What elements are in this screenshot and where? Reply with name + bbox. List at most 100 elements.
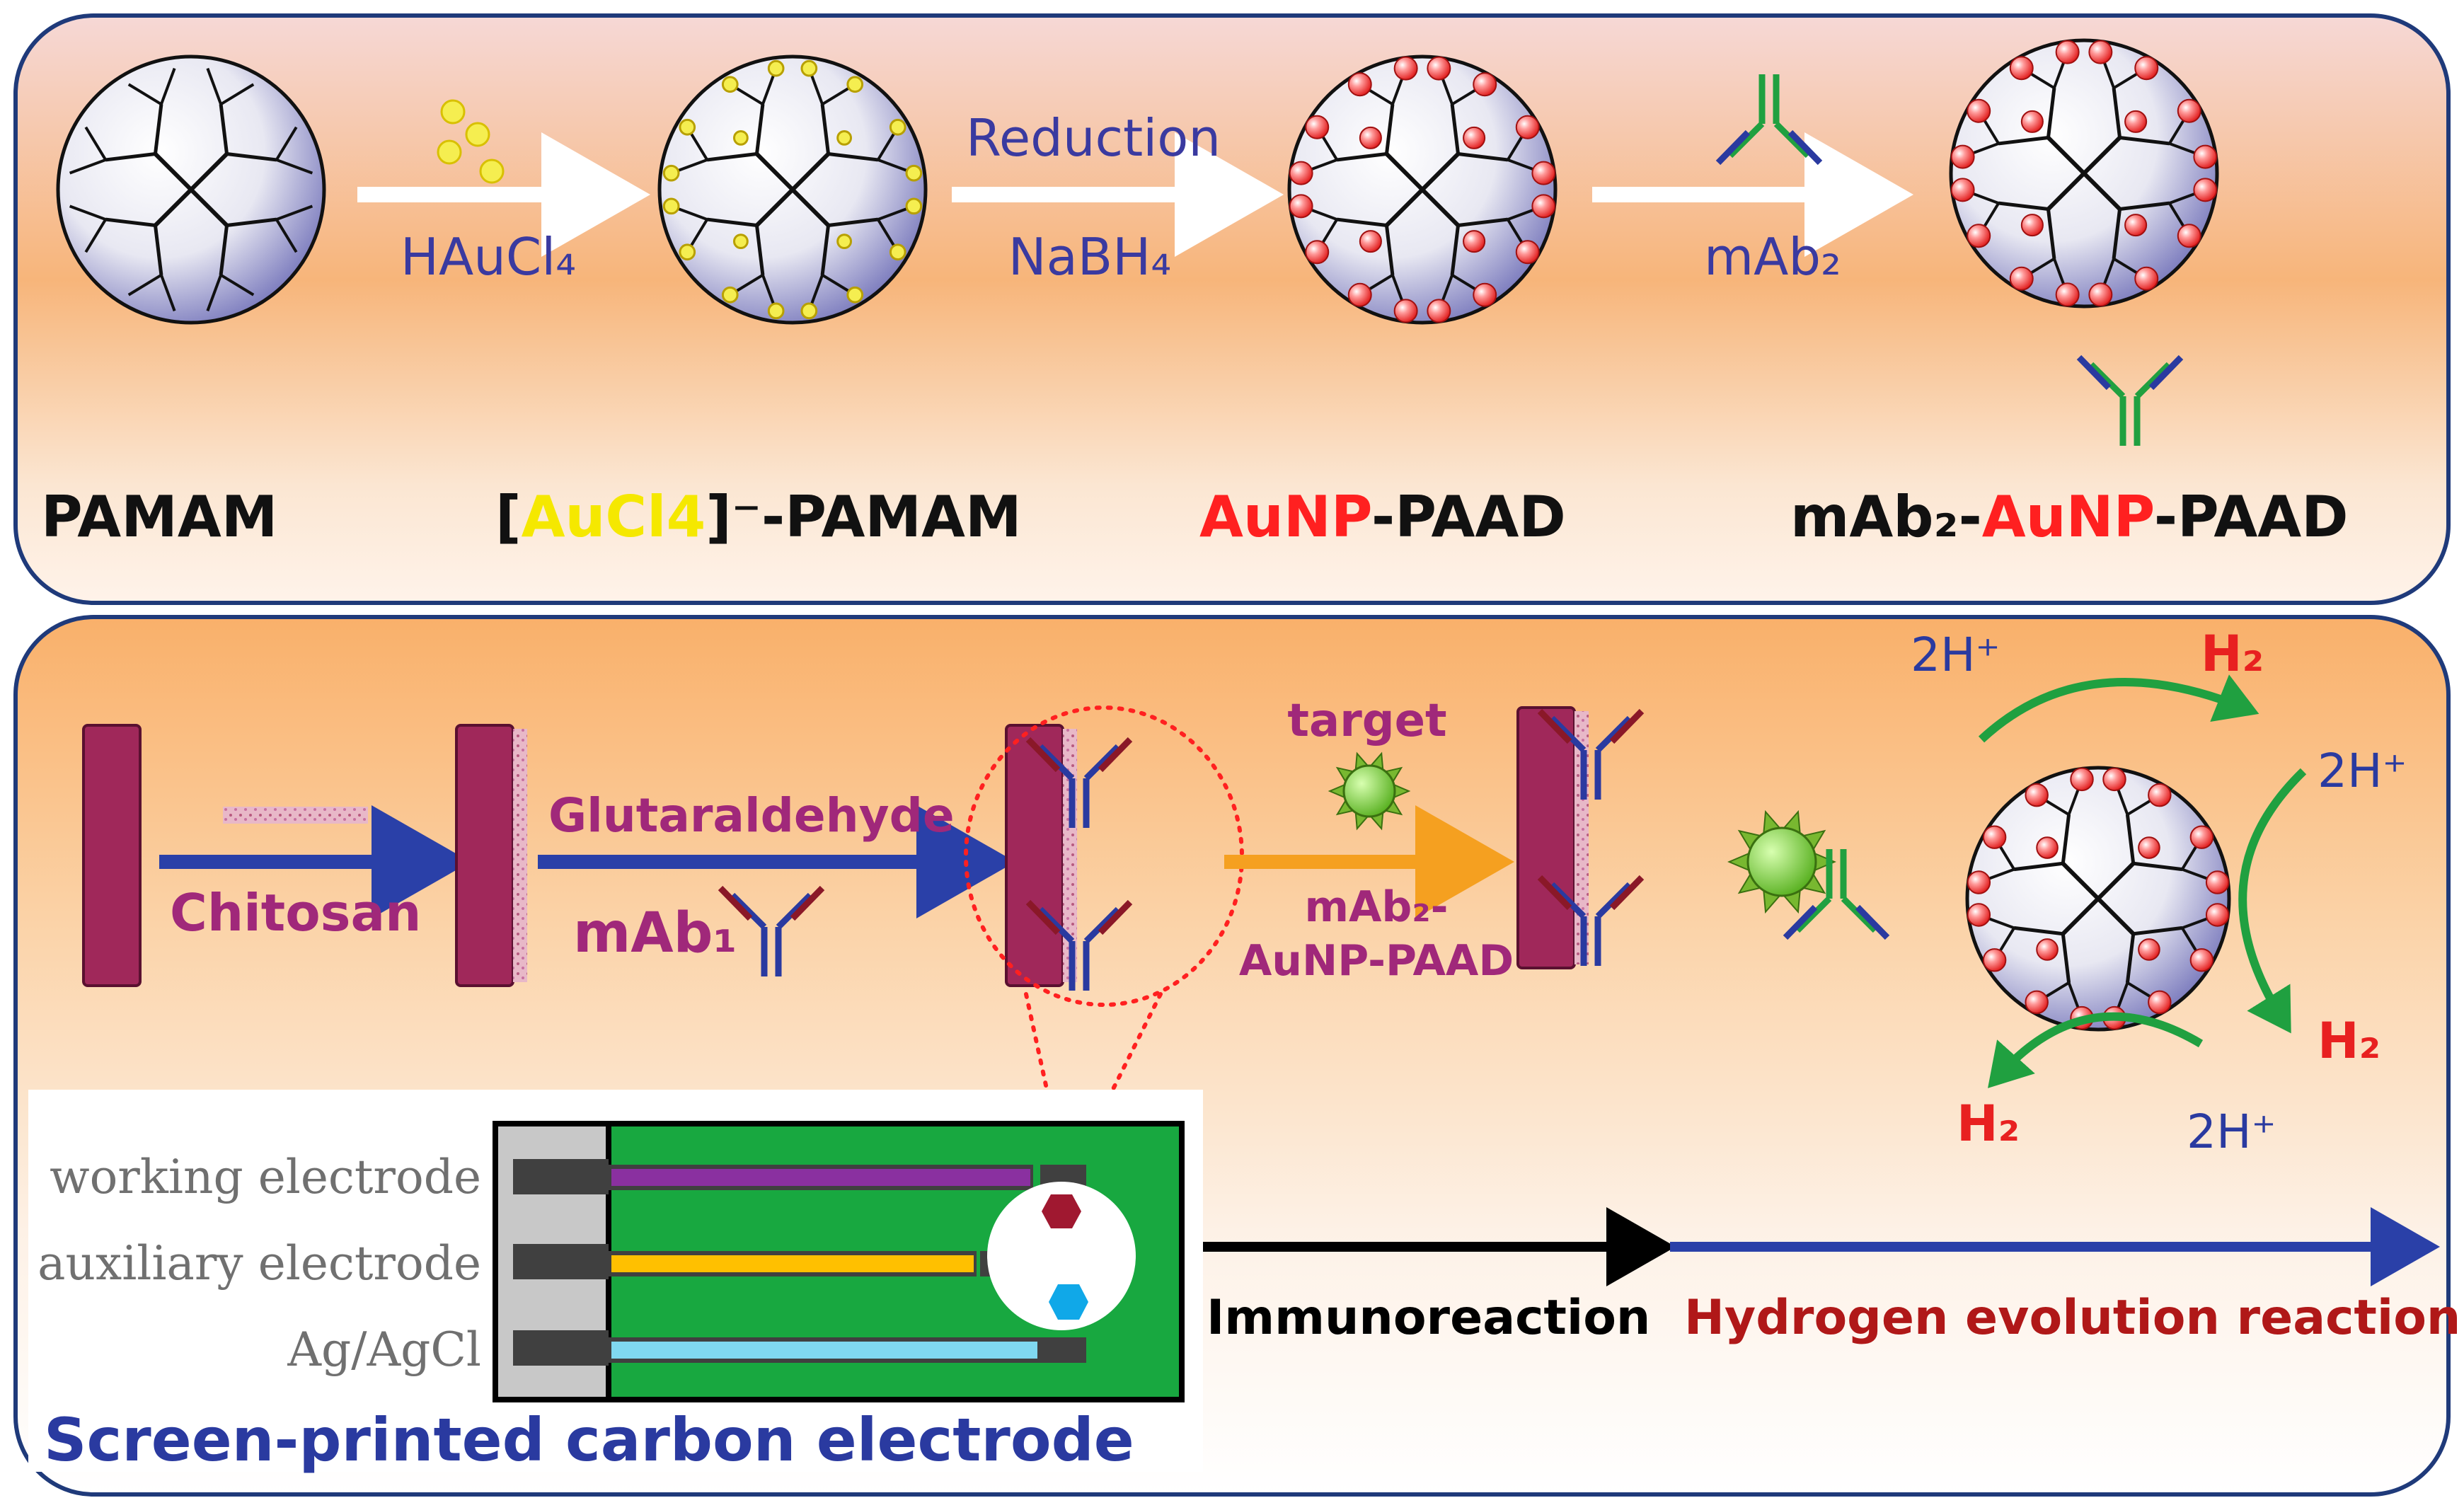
dendrimer-branch <box>828 217 879 227</box>
reagent-hauCl4: HAuCl₄ <box>401 227 576 287</box>
her-arrow-right <box>2238 768 2307 1034</box>
aucl4-ion <box>679 243 696 261</box>
aucl4-ion <box>800 302 818 320</box>
dendrimer-branch <box>220 274 255 296</box>
antibody-arm <box>1098 899 1133 935</box>
target-bound-icon <box>1727 809 1836 914</box>
gold-nanoparticle <box>2177 224 2201 248</box>
antibody-arm <box>1715 129 1751 166</box>
gold-nanoparticle <box>2025 783 2049 807</box>
gold-nanoparticle <box>1515 115 1540 139</box>
antibody-arm <box>1773 121 1811 159</box>
gold-nanoparticle <box>1289 161 1313 185</box>
gold-nanoparticle <box>1427 299 1451 323</box>
gold-nanoparticle <box>2134 56 2159 81</box>
gold-nanoparticle <box>2009 266 2034 291</box>
antibody-arm <box>1549 882 1587 919</box>
dendrimer-branch <box>84 126 107 161</box>
gold-nanoparticle <box>1393 299 1418 323</box>
gold-nanoparticle <box>2193 144 2218 169</box>
track-working-color <box>611 1169 1030 1186</box>
gold-nanoparticle <box>2102 767 2126 792</box>
aucl4-ion <box>721 76 739 93</box>
dendrimer-aunp-paad <box>1287 54 1558 325</box>
dendrimer-branch <box>1458 217 1509 227</box>
antibody-arm <box>1037 906 1075 944</box>
antibody-arm <box>718 885 753 921</box>
track-reference-color <box>611 1342 1037 1359</box>
proton-label-bottom: 2H⁺ <box>2187 1105 2276 1159</box>
aucl4-ion <box>767 59 785 77</box>
gold-nanoparticle <box>2134 266 2159 291</box>
dendrimer-pamam <box>56 54 326 325</box>
gold-nanoparticle <box>1967 903 1991 927</box>
label-target: target <box>1287 695 1446 747</box>
dendrimer-branch <box>820 225 830 276</box>
dendrimer-branch <box>154 152 193 192</box>
dendrimer-branch <box>127 83 162 105</box>
dendrimer-branch <box>2133 861 2183 872</box>
dendrimer-branch <box>276 204 313 221</box>
gold-nanoparticle <box>1950 178 1975 202</box>
aucl4-ion <box>889 118 906 136</box>
antibody-immobilized-1-icon <box>1025 737 1133 828</box>
dendrimer-branch <box>2061 814 2071 864</box>
dendrimer-branch <box>275 219 298 253</box>
dendrimer-branch <box>2013 861 2063 872</box>
dendrimer-branch <box>1385 152 1424 192</box>
target-core <box>1342 764 1396 818</box>
electrode-captured <box>1516 706 1576 969</box>
dendrimer-branch <box>2096 897 2135 935</box>
dendrimer-branch <box>275 126 298 161</box>
aucl4-ion <box>905 164 923 182</box>
antibody-immobilized-2-icon <box>1025 899 1133 991</box>
h2-label-right: H₂ <box>2318 1012 2380 1070</box>
label-aunp-paad: AuNP-PAAD <box>1199 484 1566 550</box>
her-arrow-top <box>1978 674 2259 743</box>
antibody-captured-2-icon <box>1537 875 1645 966</box>
gold-nanoparticle <box>2036 938 2059 961</box>
aucl4-ion <box>721 286 739 304</box>
dendrimer-branch <box>828 152 879 162</box>
aucl4-ion <box>732 234 749 250</box>
antibody-arm <box>1595 882 1633 919</box>
dendrimer-branch <box>84 219 107 253</box>
gold-nanoparticle <box>2177 98 2201 123</box>
aucl4-ion <box>905 197 923 215</box>
aucl4-ion <box>800 59 818 77</box>
dendrimer-branch <box>820 103 830 154</box>
dendrimer-branch <box>1998 136 2049 146</box>
antibody-arm <box>1083 906 1121 944</box>
proton-label-right: 2H⁺ <box>2318 744 2407 798</box>
dendrimer-branch <box>2013 926 2063 936</box>
gold-nanoparticle <box>2138 938 2160 961</box>
dendrimer-branch <box>2046 87 2056 138</box>
antibody-arm <box>1037 744 1075 781</box>
dendrimer-branch <box>105 217 156 227</box>
aucl4-ion <box>846 286 864 304</box>
dendrimer-branch <box>226 152 277 162</box>
label-chitosan: Chitosan <box>170 883 421 943</box>
dendrimer-branch <box>1336 217 1387 227</box>
label-mab1: mAb₁ <box>573 901 737 965</box>
dendrimer-branch <box>69 159 106 175</box>
gold-nanoparticle <box>2205 870 2230 894</box>
contact-pad-reference <box>513 1330 609 1366</box>
dendrimer-branch <box>1385 103 1395 154</box>
dendrimer-branch <box>2096 862 2135 901</box>
gold-nanoparticle <box>2055 282 2080 307</box>
dendrimer-branch <box>1385 188 1424 227</box>
dendrimer-branch <box>790 188 830 227</box>
gold-nanoparticle <box>1359 230 1382 253</box>
dendrimer-branch <box>1336 152 1387 162</box>
gold-nanoparticle <box>1427 56 1451 81</box>
gold-nanoparticle <box>2025 990 2049 1015</box>
antibody-arm <box>1841 896 1878 933</box>
track-reference-end <box>1040 1337 1086 1363</box>
antibody-arm <box>1083 744 1121 781</box>
antibody-mab2-icon <box>1715 74 1823 166</box>
sensing-area <box>987 1182 1136 1330</box>
aucl4-ion <box>889 243 906 261</box>
target-antigen-icon <box>1328 751 1411 831</box>
dendrimer-branch <box>2061 933 2071 984</box>
